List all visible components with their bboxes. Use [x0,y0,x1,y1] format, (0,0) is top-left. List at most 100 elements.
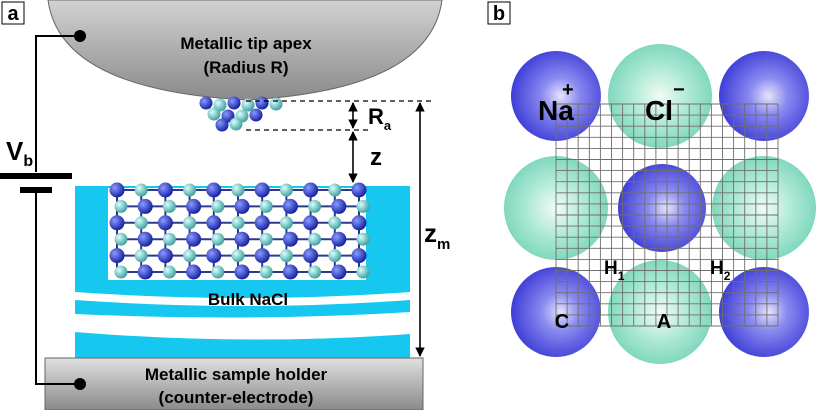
na-atom [137,198,153,214]
na-atom [234,198,250,214]
cl-atom [328,249,342,263]
na-ion [618,164,706,252]
cl-charge: − [673,79,685,101]
bulk-nacl-band [75,300,410,318]
cl-atom [162,232,176,246]
na-atom [234,264,250,280]
cl-ion [712,156,816,260]
cl-atom [114,199,128,213]
na-atom [351,248,367,264]
holder-line2: (counter-electrode) [159,388,314,407]
na-label: Na [538,95,574,126]
bulk-nacl-lower [75,332,410,358]
na-atom [109,248,125,264]
nacl-cluster [109,182,370,280]
na-atom [157,182,173,198]
cl-atom [308,199,322,213]
cl-atom [114,265,128,279]
cl-atom [114,232,128,246]
cl-atom [231,183,245,197]
na-atom [303,248,319,264]
cl-atom [328,216,342,230]
na-atom [254,248,270,264]
na-atom [234,231,250,247]
holder-contact-dot [74,378,86,390]
h2-label: H2 [710,258,731,283]
a-label: A [657,311,671,333]
cl-atom [229,117,243,131]
cl-atom [231,216,245,230]
na-atom [249,108,263,122]
circuit [0,35,80,385]
cl-atom [183,216,197,230]
na-atom [282,264,298,280]
panel-a-label: a [7,3,19,25]
dimension-lines [246,100,432,357]
na-atom [282,198,298,214]
z-label: z [370,144,382,171]
cl-atom [356,265,370,279]
na-atom [157,215,173,231]
c-label: C [555,311,569,333]
na-atom [215,118,229,132]
panel-b-label: b [493,3,505,25]
cl-atom [279,249,293,263]
cl-label: Cl [645,95,673,126]
cl-atom [134,249,148,263]
na-atom [199,96,213,110]
cl-atom [308,265,322,279]
cl-atom [211,232,225,246]
na-ion [719,51,809,141]
tip-apex-cluster [199,96,283,132]
na-atom [186,198,202,214]
bias-symbol: Vb [6,136,33,170]
zm-label: zm [424,218,450,253]
holder-line1: Metallic sample holder [145,365,328,384]
na-atom [282,231,298,247]
tip-contact-dot [74,30,86,42]
cl-atom [259,199,273,213]
na-atom [206,248,222,264]
na-atom [206,182,222,198]
na-atom [255,96,269,110]
cl-atom [211,265,225,279]
cl-atom [134,183,148,197]
cl-atom [259,265,273,279]
bulk-nacl-label: Bulk NaCl [208,290,288,309]
na-atom [137,264,153,280]
cl-atom [328,183,342,197]
ra-label: Ra [368,104,392,133]
na-atom [109,215,125,231]
na-atom [303,182,319,198]
panel-b-label-box [487,1,511,25]
na-charge: + [562,79,574,101]
cl-atom [308,232,322,246]
cl-atom [207,107,221,121]
na-atom [303,215,319,231]
cl-atom [356,199,370,213]
wire-top [35,35,80,172]
na-atom [157,248,173,264]
cl-atom [279,216,293,230]
tip-title-line1: Metallic tip apex [180,34,312,53]
na-atom [254,215,270,231]
na-ion [719,267,809,357]
panel-b: b Na + Cl − H1 H2 C A [487,1,816,364]
na-atom [186,264,202,280]
cl-atom [183,249,197,263]
na-atom [206,215,222,231]
na-atom [254,182,270,198]
cl-atom [183,183,197,197]
na-atom [137,231,153,247]
na-atom [227,96,241,110]
na-atom [331,264,347,280]
cl-atom [356,232,370,246]
cl-atom [241,98,255,112]
na-atom [351,215,367,231]
tip-title-line2: (Radius R) [204,58,289,77]
cl-atom [231,249,245,263]
cl-atom [269,97,283,111]
panel-a-label-box [1,1,25,25]
